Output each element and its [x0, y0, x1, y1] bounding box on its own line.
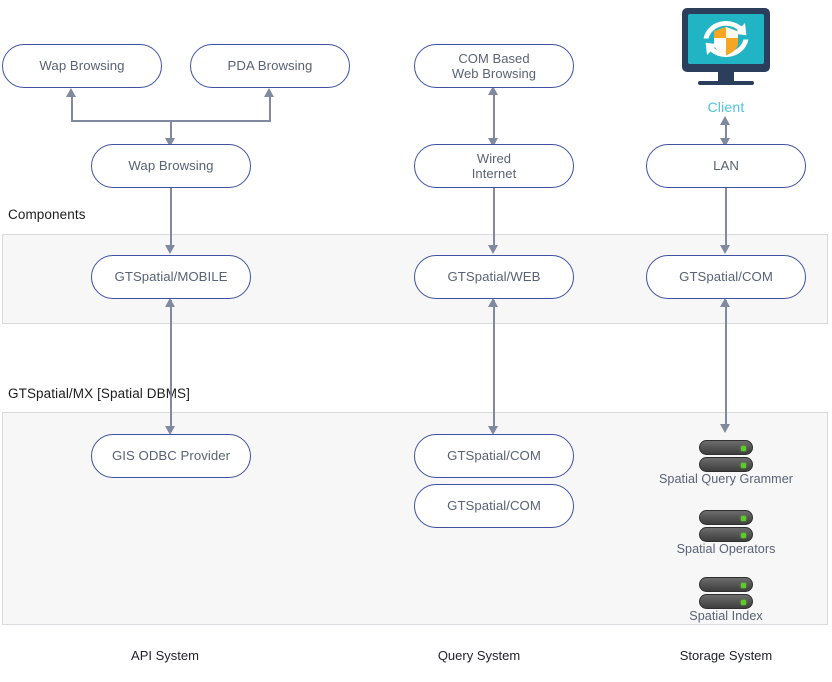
- node-label-line2: Web Browsing: [451, 66, 537, 81]
- server-unit: [699, 577, 753, 592]
- server-led-icon: [741, 515, 746, 521]
- connector-arrowhead: [165, 138, 175, 147]
- server-led-icon: [741, 445, 746, 451]
- node-label-line1: Wired: [476, 150, 512, 166]
- connector-arrowhead: [165, 298, 175, 307]
- node-gtspatial-com-query-1[interactable]: GTSpatial/COM: [414, 434, 574, 478]
- monitor-stand-neck: [718, 72, 734, 81]
- server-led-icon: [741, 599, 746, 605]
- client-label: Client: [707, 99, 745, 115]
- column-caption-storage-system: Storage System: [679, 648, 773, 663]
- server-led-icon: [741, 462, 746, 468]
- connector-line: [493, 188, 495, 247]
- band-label-components: Components: [8, 207, 86, 222]
- connector-arrowhead: [165, 426, 175, 435]
- connector-line: [725, 188, 727, 247]
- connector-line: [493, 90, 495, 146]
- connector-line: [493, 300, 495, 432]
- server-unit: [699, 594, 753, 609]
- connector-line: [269, 96, 271, 121]
- node-gis-odbc-provider[interactable]: GIS ODBC Provider: [91, 434, 251, 478]
- column-caption-api-system: API System: [131, 648, 199, 663]
- monitor-screen: [688, 14, 764, 64]
- monitor-frame-icon: [682, 8, 770, 72]
- monitor-stand-base: [698, 81, 754, 85]
- connector-arrowhead: [264, 88, 274, 97]
- connector-arrowhead: [720, 245, 730, 254]
- storage-icon-spatial-index[interactable]: [699, 577, 753, 611]
- storage-label-spatial-query-grammer: Spatial Query Grammer: [658, 472, 794, 486]
- storage-label-spatial-operators: Spatial Operators: [676, 542, 776, 556]
- node-label-line2: Internet: [471, 166, 517, 181]
- node-com-based-web-browsing[interactable]: COM Based Web Browsing: [414, 44, 574, 88]
- node-lan[interactable]: LAN: [646, 144, 806, 188]
- connector-line: [725, 300, 727, 428]
- shield-refresh-icon: [703, 21, 749, 57]
- connector-arrowhead: [165, 245, 175, 254]
- server-unit: [699, 457, 753, 472]
- node-wired-internet[interactable]: Wired Internet: [414, 144, 574, 188]
- storage-icon-spatial-operators[interactable]: [699, 510, 753, 544]
- node-gtspatial-com-components[interactable]: GTSpatial/COM: [646, 255, 806, 299]
- node-gtspatial-com-query-2[interactable]: GTSpatial/COM: [414, 484, 574, 528]
- server-led-icon: [741, 582, 746, 588]
- node-gtspatial-web[interactable]: GTSpatial/WEB: [414, 255, 574, 299]
- connector-arrowhead: [66, 88, 76, 97]
- connector-arrowhead: [488, 245, 498, 254]
- connector-line: [71, 96, 73, 121]
- node-wap-browsing-hub[interactable]: Wap Browsing: [91, 144, 251, 188]
- band-label-dbms: GTSpatial/MX [Spatial DBMS]: [8, 386, 191, 401]
- connector-arrowhead: [720, 138, 730, 147]
- storage-label-spatial-index: Spatial Index: [689, 609, 763, 623]
- connector-arrowhead: [720, 424, 730, 433]
- connector-arrowhead: [720, 116, 730, 125]
- connector-arrowhead: [488, 86, 498, 95]
- server-led-icon: [741, 532, 746, 538]
- client-monitor[interactable]: [682, 8, 770, 86]
- column-caption-query-system: Query System: [437, 648, 521, 663]
- node-gtspatial-mobile[interactable]: GTSpatial/MOBILE: [91, 255, 251, 299]
- connector-line: [170, 188, 172, 247]
- connector-arrowhead: [720, 298, 730, 307]
- server-unit: [699, 527, 753, 542]
- node-wap-browsing-top[interactable]: Wap Browsing: [2, 44, 162, 88]
- connector-arrowhead: [488, 426, 498, 435]
- storage-icon-spatial-query-grammer[interactable]: [699, 440, 753, 474]
- connector-line: [170, 120, 172, 140]
- connector-line: [725, 120, 727, 146]
- node-pda-browsing[interactable]: PDA Browsing: [190, 44, 350, 88]
- node-label-line1: COM Based: [458, 50, 530, 66]
- connector-arrowhead: [488, 138, 498, 147]
- connector-arrowhead: [488, 298, 498, 307]
- server-unit: [699, 440, 753, 455]
- connector-line: [170, 300, 172, 432]
- server-unit: [699, 510, 753, 525]
